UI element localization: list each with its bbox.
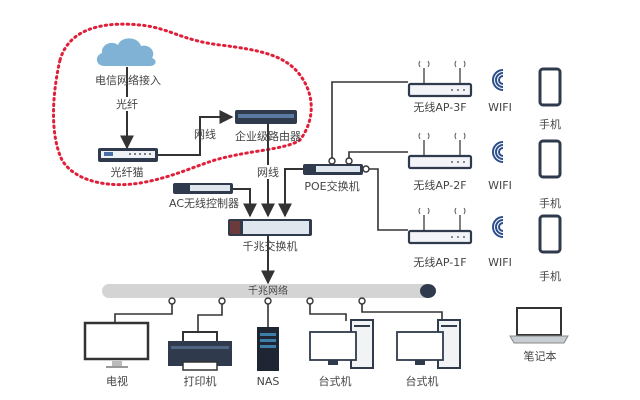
network-bus [102,284,436,298]
endpoint-label: 台式机 [405,375,439,388]
lan-cable-label: 网线 [194,128,216,141]
access-point-icon [407,132,473,170]
laptop-label: 笔记本 [523,350,557,363]
router-label: 企业级路由器 [235,130,301,143]
endpoint-label: 打印机 [183,375,217,388]
printer-icon [168,331,232,371]
fiber-link-label: 光纤 [116,98,138,111]
wifi-icon [492,216,504,238]
desktop-icon [309,319,374,369]
switch-icon [173,183,233,194]
desktop-icon [396,319,461,369]
internet-label: 电信网络接入 [95,74,161,87]
wifi-label: WIFI [488,256,512,269]
nas-icon [257,327,279,371]
phone-icon [538,67,562,107]
core-switch-label: 千兆交换机 [242,240,298,253]
phone-icon [538,214,562,254]
access-point-icon [407,207,473,245]
ap-label: 无线AP-2F [413,179,467,192]
phone-label: 手机 [539,118,561,131]
laptop-icon [509,307,569,344]
wifi-label: WIFI [488,179,512,192]
tv-icon [83,321,150,368]
modem-icon [98,148,158,162]
endpoint-label: NAS [256,375,280,388]
wifi-label: WIFI [488,101,512,114]
phone-label: 手机 [539,197,561,210]
wifi-icon [492,141,504,163]
switch-24port-icon [228,219,312,236]
endpoint-label: 台式机 [318,375,352,388]
poe-switch-label: POE交换机 [304,180,360,193]
internet-zone-boundary [52,22,313,187]
ap-label: 无线AP-3F [413,101,467,114]
wifi-icon [492,69,504,91]
lan-cable-label: 网线 [257,166,279,179]
phone-icon [538,139,562,179]
cloud-icon [96,38,156,66]
access-point-icon [407,60,473,98]
modem-label: 光纤猫 [110,166,144,179]
phone-label: 手机 [539,270,561,283]
bus-connectors [114,304,443,332]
switch-icon [303,164,363,175]
network-bus-label: 千兆网络 [248,286,288,297]
router-icon [235,110,297,124]
ac-controller-label: AC无线控制器 [168,197,240,210]
ap-label: 无线AP-1F [413,256,467,269]
endpoint-label: 电视 [106,375,128,388]
